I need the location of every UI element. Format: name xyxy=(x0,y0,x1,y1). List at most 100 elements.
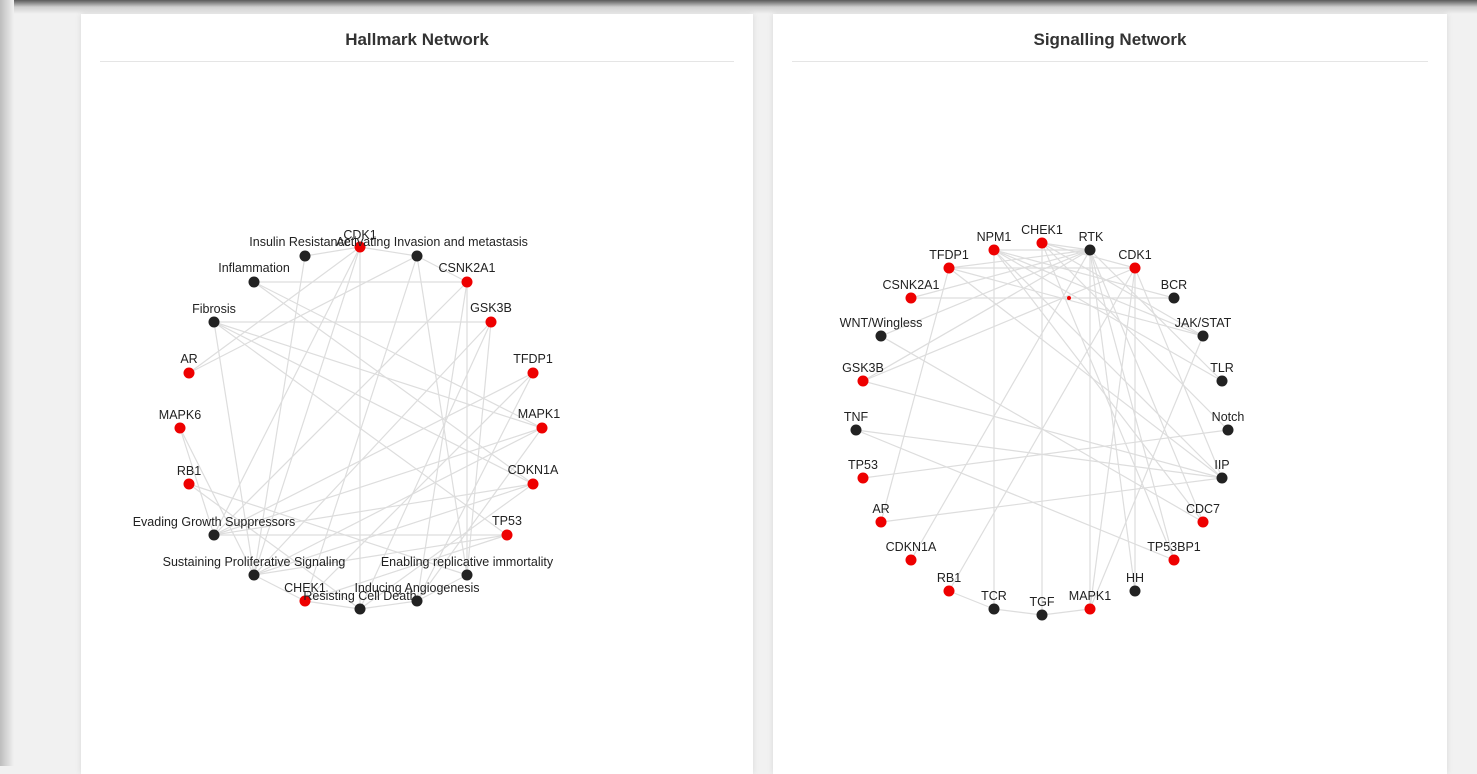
network-edge xyxy=(304,246,361,257)
node-csnk2a1[interactable] xyxy=(461,276,473,288)
node-inducing-angiogenesis[interactable] xyxy=(411,595,423,607)
node-label-ar: AR xyxy=(180,352,197,366)
node-notch[interactable] xyxy=(1222,424,1234,436)
node-wnt-wingless[interactable] xyxy=(875,330,887,342)
node-tnf[interactable] xyxy=(850,424,862,436)
node-label-bcr: BCR xyxy=(1161,278,1187,292)
node-ar[interactable] xyxy=(875,516,887,528)
network-edge xyxy=(880,249,1091,337)
node-cdkn1a[interactable] xyxy=(527,478,539,490)
node-gsk3b[interactable] xyxy=(857,375,869,387)
node-label-hh: HH xyxy=(1126,571,1144,585)
window-top-shadow xyxy=(0,0,1477,14)
network-edge xyxy=(416,372,534,602)
network-edge xyxy=(862,249,1091,382)
node-iip[interactable] xyxy=(1216,472,1228,484)
network-edge xyxy=(1089,249,1175,561)
node-label-activating-invasion-and-metastasis: Activating Invasion and metastasis xyxy=(336,235,528,249)
node-chek1[interactable] xyxy=(299,595,311,607)
node-label-iip: IIP xyxy=(1214,458,1229,472)
node-label-inducing-angiogenesis: Inducing Angiogenesis xyxy=(354,581,479,595)
network-edge xyxy=(253,534,508,576)
network-edge xyxy=(416,427,543,602)
network-edge xyxy=(993,249,1175,299)
node-enabling-replicative-immortality[interactable] xyxy=(461,569,473,581)
node-label-gsk3b: GSK3B xyxy=(842,361,884,375)
node-tp53bp1[interactable] xyxy=(1168,554,1180,566)
panel-title: Hallmark Network xyxy=(345,30,489,49)
node-tlr[interactable] xyxy=(1216,375,1228,387)
node-rb1[interactable] xyxy=(183,478,195,490)
network-edge xyxy=(213,246,361,536)
node-inflammation[interactable] xyxy=(248,276,260,288)
node-rtk[interactable] xyxy=(1084,244,1096,256)
node-ar[interactable] xyxy=(183,367,195,379)
node-label-tnf: TNF xyxy=(844,410,869,424)
network-edge xyxy=(359,600,418,610)
node-jak-stat[interactable] xyxy=(1197,330,1209,342)
network-edge xyxy=(253,427,543,576)
node-label-gsk3b: GSK3B xyxy=(470,301,512,315)
node-insulin-resistance[interactable] xyxy=(299,250,311,262)
node-chek1[interactable] xyxy=(1036,237,1048,249)
node-label-enabling-replicative-immortality: Enabling replicative immortality xyxy=(381,555,554,569)
network-edge xyxy=(416,255,468,576)
network-edge xyxy=(1089,249,1204,523)
node-cdk1[interactable] xyxy=(354,241,366,253)
node-tcr[interactable] xyxy=(988,603,1000,615)
network-edge xyxy=(188,483,361,610)
network-edge xyxy=(253,255,306,576)
node-hh[interactable] xyxy=(1129,585,1141,597)
network-edge xyxy=(304,534,508,602)
node-bcr[interactable] xyxy=(1168,292,1180,304)
network-edge xyxy=(1041,242,1204,337)
network-edge xyxy=(253,574,306,602)
window-left-shadow xyxy=(0,0,14,766)
network-edge xyxy=(1041,608,1091,616)
node-evading-growth-suppressors[interactable] xyxy=(208,529,220,541)
node-label-tgf: TGF xyxy=(1030,595,1055,609)
node-mapk6[interactable] xyxy=(174,422,186,434)
node-label-ar: AR xyxy=(872,502,889,516)
node-tfdp1[interactable] xyxy=(527,367,539,379)
node-mapk1[interactable] xyxy=(1084,603,1096,615)
node-cdkn1a[interactable] xyxy=(905,554,917,566)
node-gsk3b[interactable] xyxy=(485,316,497,328)
network-edge xyxy=(948,267,1204,337)
panel-divider xyxy=(100,61,734,62)
node-resisting-cell-death[interactable] xyxy=(354,603,366,615)
node-sustaining-proliferative-signaling[interactable] xyxy=(248,569,260,581)
network-edge xyxy=(948,267,1223,479)
network-edge xyxy=(416,255,468,283)
network-edge xyxy=(855,429,1175,561)
network-edge xyxy=(880,477,1223,523)
node-cdc7[interactable] xyxy=(1197,516,1209,528)
node-label-cdkn1a: CDKN1A xyxy=(886,540,937,554)
network-edge xyxy=(948,249,1091,269)
network-edge xyxy=(304,372,534,602)
node-fibrosis[interactable] xyxy=(208,316,220,328)
node-tfdp1[interactable] xyxy=(943,262,955,274)
node-label-npm1: NPM1 xyxy=(977,230,1012,244)
node-npm1[interactable] xyxy=(988,244,1000,256)
node-cdk1[interactable] xyxy=(1129,262,1141,274)
node-label-tfdp1: TFDP1 xyxy=(929,248,969,262)
node-label-jak-stat: JAK/STAT xyxy=(1175,316,1232,330)
node-csnk2a1[interactable] xyxy=(905,292,917,304)
network-edge xyxy=(880,267,950,523)
node-label-mapk1: MAPK1 xyxy=(518,407,560,421)
node-tp53[interactable] xyxy=(857,472,869,484)
node-tgf[interactable] xyxy=(1036,609,1048,621)
network-edge xyxy=(304,600,361,610)
node-tp53[interactable] xyxy=(501,529,513,541)
node-label-notch: Notch xyxy=(1212,410,1245,424)
node-rb1[interactable] xyxy=(943,585,955,597)
node-mapk1[interactable] xyxy=(536,422,548,434)
node-label-evading-growth-suppressors: Evading Growth Suppressors xyxy=(133,515,296,529)
node-label-tp53: TP53 xyxy=(492,514,522,528)
network-edge xyxy=(213,321,534,485)
node-activating-invasion-and-metastasis[interactable] xyxy=(411,250,423,262)
